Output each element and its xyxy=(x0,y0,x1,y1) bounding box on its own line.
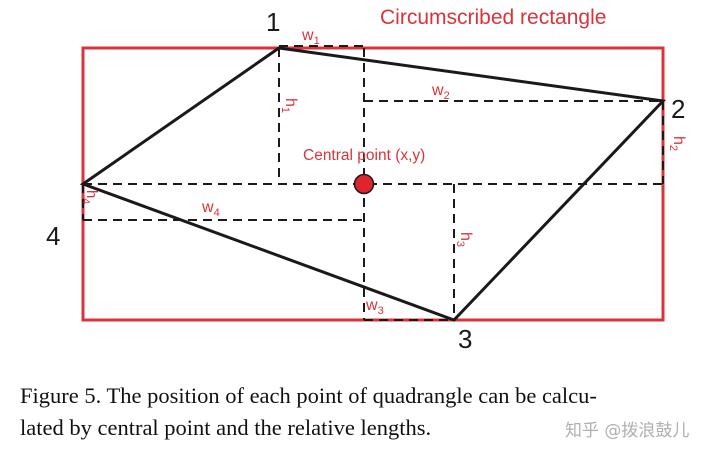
central-point xyxy=(353,173,375,195)
vertex-label-1: 1 xyxy=(266,7,280,37)
vertex-label-3: 3 xyxy=(458,324,472,354)
vertex-label-2: 2 xyxy=(671,94,685,124)
offset-labels: w1 w2 w3 w4 h1 h2 h3 h4 xyxy=(80,27,687,317)
central-point-label: Central point (x,y) xyxy=(303,147,425,164)
h2-label: h2 xyxy=(667,136,687,151)
h3-label: h3 xyxy=(454,232,474,247)
w2-label: w2 xyxy=(431,82,450,102)
figure-caption: Figure 5. The position of each point of … xyxy=(20,380,710,444)
diagram-title: Circumscribed rectangle xyxy=(380,6,606,29)
caption-line-2: lated by central point and the relative … xyxy=(20,415,432,440)
watermark: 知乎 @拨浪鼓儿 xyxy=(565,421,690,441)
w4-label: w4 xyxy=(201,199,220,219)
vertex-label-4: 4 xyxy=(46,221,60,251)
caption-line-1: Figure 5. The position of each point of … xyxy=(20,383,597,408)
w3-label: w3 xyxy=(365,297,384,317)
h4-label: h4 xyxy=(80,190,100,204)
h1-label: h1 xyxy=(279,98,299,113)
quadrangle xyxy=(79,46,667,322)
w1-label: w1 xyxy=(301,27,320,47)
vertex-labels: 1 2 3 4 xyxy=(46,7,685,354)
